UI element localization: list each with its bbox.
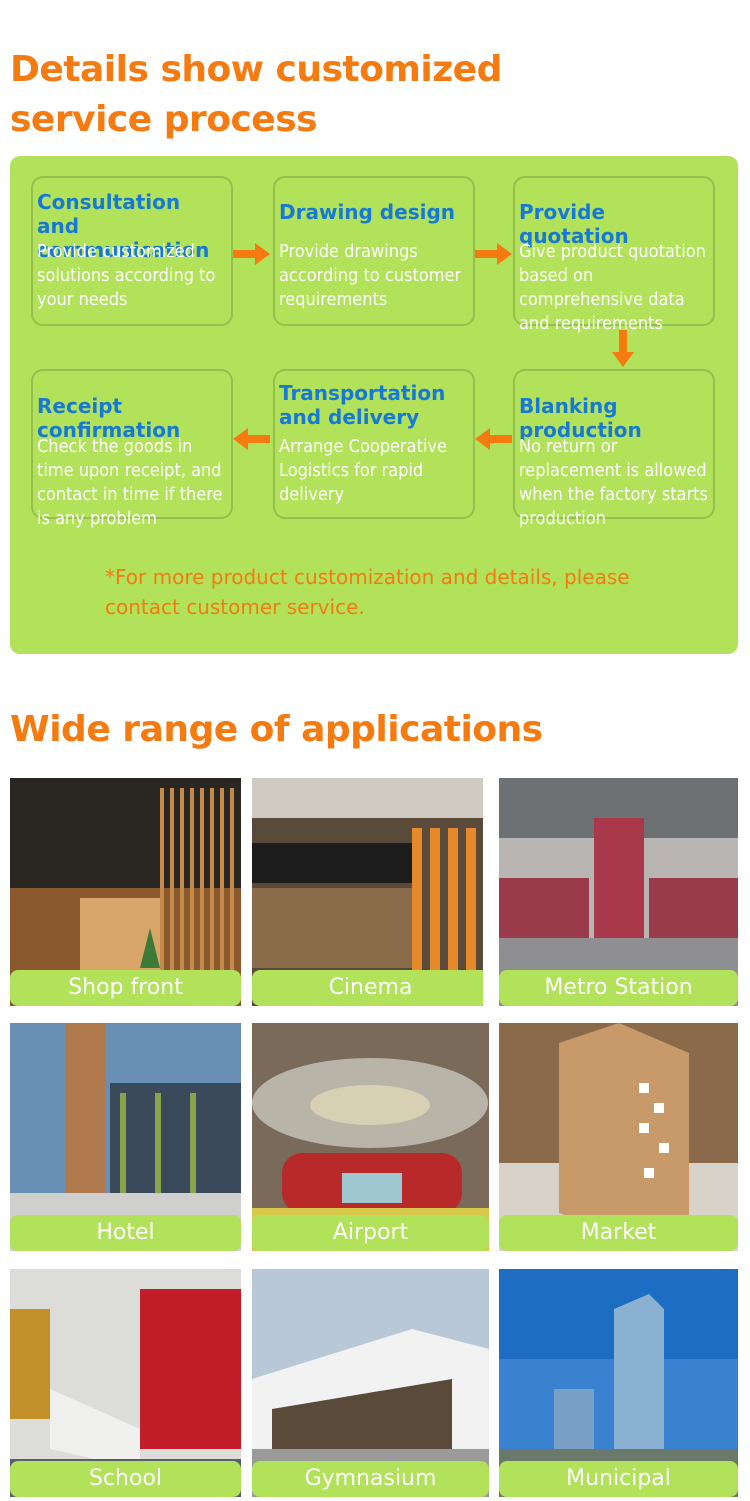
step-title: Blanking production xyxy=(519,394,642,442)
step-desc: Provide drawings according to customer r… xyxy=(279,241,462,310)
step-desc: Give product quotation based on comprehe… xyxy=(519,241,706,334)
step-title: Consultation and communication xyxy=(37,190,210,262)
application-label: Gymnasium xyxy=(252,1461,489,1497)
step-desc: No return or replacement is allowed when… xyxy=(519,436,708,529)
step-drawing-design: Drawing design Provide drawings accordin… xyxy=(273,176,475,326)
application-label: Municipal Engineering xyxy=(499,1461,738,1497)
step-quotation: Provide quotation Give product quotation… xyxy=(513,176,715,334)
municipal-engineering-image xyxy=(499,1269,738,1497)
step-title: Receipt confirmation xyxy=(37,394,181,442)
application-label: School xyxy=(10,1461,241,1497)
arrow-left-icon xyxy=(475,428,512,450)
step-title: Provide quotation xyxy=(519,200,629,248)
application-label: Metro Station xyxy=(499,970,738,1006)
application-label: Hotel xyxy=(10,1215,241,1251)
arrow-right-icon xyxy=(475,243,512,265)
application-municipal-engineering: Municipal Engineering xyxy=(499,1269,738,1497)
application-metro-station: Metro Station xyxy=(499,778,738,1006)
application-cinema: Cinema xyxy=(252,778,483,1006)
step-receipt-confirmation: Receipt confirmation Check the goods in … xyxy=(31,369,233,529)
market-image xyxy=(499,1023,738,1251)
application-market: Market xyxy=(499,1023,738,1251)
step-desc: Check the goods in time upon receipt, an… xyxy=(37,436,223,529)
application-label: Shop front xyxy=(10,970,241,1006)
application-airport: Airport xyxy=(252,1023,489,1251)
process-title: Details show customized service process xyxy=(10,49,502,140)
step-desc: Provide customized solutions according t… xyxy=(37,241,216,310)
customization-note: *For more product customization and deta… xyxy=(105,565,630,619)
step-title: Transportation and delivery xyxy=(279,381,446,429)
application-school: School xyxy=(10,1269,241,1497)
application-shop-front: Shop front xyxy=(10,778,241,1006)
step-title: Drawing design xyxy=(279,200,456,224)
cinema-image xyxy=(252,778,483,1006)
application-hotel: Hotel xyxy=(10,1023,241,1251)
step-desc: Arrange Cooperative Logistics for rapid … xyxy=(279,436,447,505)
application-gymnasium: Gymnasium xyxy=(252,1269,489,1497)
metro-station-image xyxy=(499,778,738,1006)
application-label: Market xyxy=(499,1215,738,1251)
step-consultation: Consultation and communication Provide c… xyxy=(31,176,233,326)
gymnasium-image xyxy=(252,1269,489,1497)
arrow-down-icon xyxy=(612,330,634,367)
airport-image xyxy=(252,1023,489,1251)
step-blanking-production: Blanking production No return or replace… xyxy=(513,369,715,529)
arrow-left-icon xyxy=(233,428,270,450)
application-label: Airport xyxy=(252,1215,489,1251)
arrow-right-icon xyxy=(233,243,270,265)
application-label: Cinema xyxy=(252,970,483,1006)
process-panel: Consultation and communication Provide c… xyxy=(10,156,738,654)
applications-title: Wide range of applications xyxy=(10,709,543,750)
step-transportation: Transportation and delivery Arrange Coop… xyxy=(273,369,475,519)
